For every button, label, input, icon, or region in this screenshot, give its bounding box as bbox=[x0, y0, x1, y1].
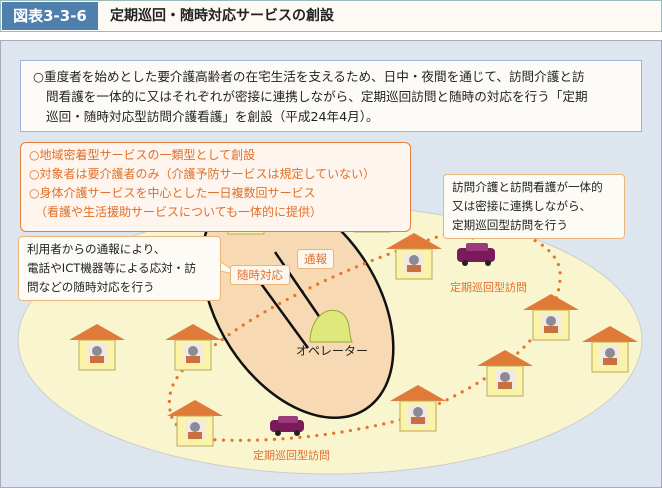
intro-line: 問看護を一体的に又はそれぞれが密接に連携しながら、定期巡回訪問と随時の対応を行う… bbox=[46, 89, 588, 104]
intro-line: 巡回・随時対応型訪問介護看護」を創設（平成24年4月）。 bbox=[46, 109, 379, 124]
user-call-callout: 利用者からの通報により、 電話やICT機器等による応対・訪 問などの随時対応を行… bbox=[18, 236, 221, 301]
feature-item: （看護や生活援助サービスについても一体的に提供） bbox=[35, 205, 323, 219]
features-box: ○地域密着型サービスの一類型として創設 ○対象者は要介護者のみ（介護予防サービス… bbox=[20, 142, 411, 232]
visit-callout: 訪問介護と訪問看護が一体的 又は密接に連携しながら、 定期巡回型訪問を行う bbox=[443, 174, 625, 239]
feature-item: ○身体介護サービスを中心とした一日複数回サービス bbox=[29, 186, 316, 200]
operator-label: オペレーター bbox=[296, 344, 369, 358]
callout-line: 問などの随時対応を行う bbox=[27, 280, 155, 294]
intro-line: ○重度者を始めとした要介護高齢者の在宅生活を支えるため、日中・夜間を通じて、訪問… bbox=[33, 69, 585, 84]
header-bar bbox=[0, 0, 662, 32]
house-icon bbox=[390, 385, 446, 432]
van-icon bbox=[270, 416, 304, 436]
house-icon bbox=[69, 324, 125, 371]
report-label: 通報 bbox=[297, 249, 334, 269]
on-demand-label: 随時対応 bbox=[230, 265, 290, 285]
callout-line: 訪問介護と訪問看護が一体的 bbox=[452, 180, 603, 194]
house-icon bbox=[523, 294, 579, 341]
callout-line: 利用者からの通報により、 bbox=[27, 242, 166, 256]
house-icon bbox=[386, 233, 442, 280]
house-icon bbox=[167, 400, 223, 447]
report-arrow bbox=[273, 251, 327, 326]
figure-number: 図表3-3-6 bbox=[2, 2, 98, 30]
van-icon bbox=[457, 243, 495, 266]
feature-item: ○地域密着型サービスの一類型として創設 bbox=[29, 148, 256, 162]
intro-box: ○重度者を始めとした要介護高齢者の在宅生活を支えるため、日中・夜間を通じて、訪問… bbox=[20, 60, 642, 132]
figure-title: 定期巡回・随時対応サービスの創設 bbox=[110, 8, 334, 24]
response-arrow bbox=[252, 273, 310, 349]
callout-line: 電話やICT機器等による応対・訪 bbox=[27, 261, 196, 275]
callout-line: 定期巡回型訪問を行う bbox=[452, 218, 568, 232]
house-icon bbox=[477, 350, 533, 397]
operator-icon bbox=[309, 309, 353, 343]
callout-line: 又は密接に連携しながら、 bbox=[452, 199, 592, 213]
house-icon bbox=[582, 326, 638, 373]
feature-item: ○対象者は要介護者のみ（介護予防サービスは規定していない） bbox=[29, 167, 376, 181]
house-icon bbox=[165, 324, 221, 371]
patrol-label: 定期巡回型訪問 bbox=[253, 449, 330, 462]
patrol-label: 定期巡回型訪問 bbox=[450, 281, 527, 294]
